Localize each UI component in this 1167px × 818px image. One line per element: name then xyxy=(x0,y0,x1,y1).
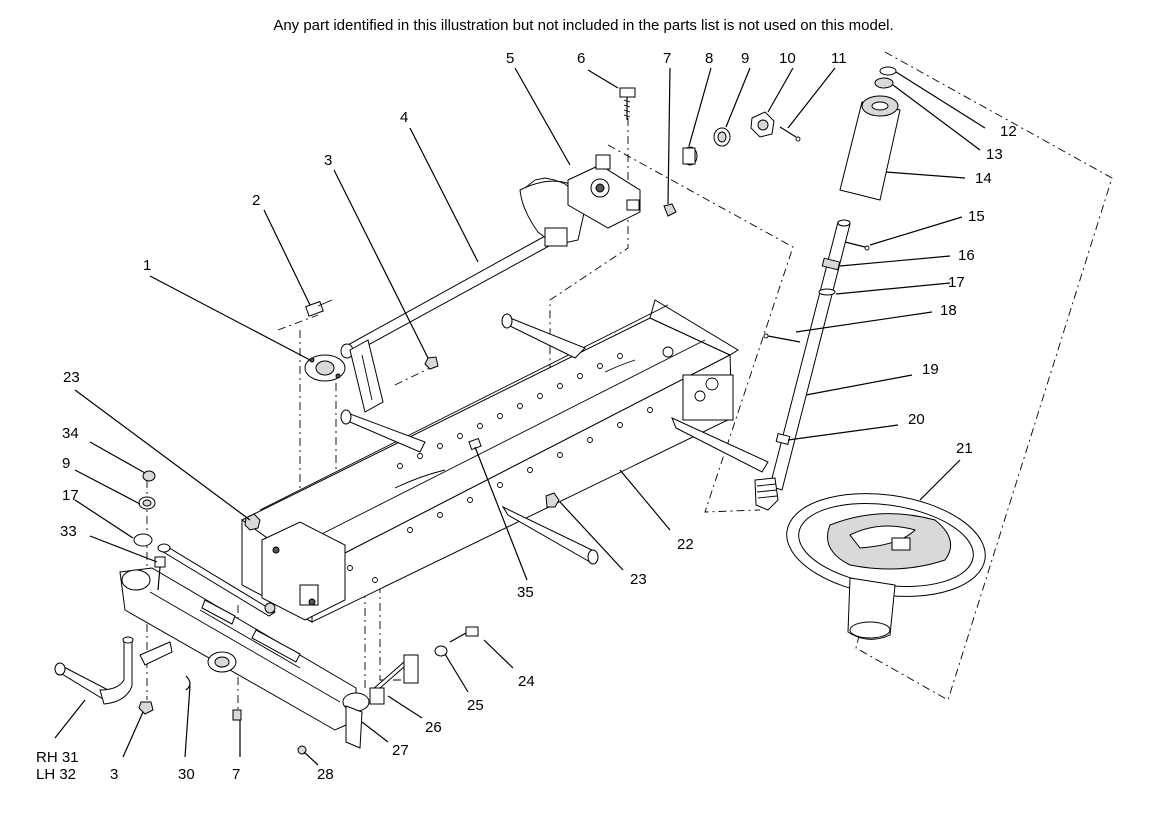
castle-nut-10 xyxy=(750,111,775,138)
nut-23-center xyxy=(545,492,560,508)
flange-bearing-1 xyxy=(304,354,346,382)
callout-17: 17 xyxy=(948,274,965,291)
grease-fitting-7 xyxy=(232,709,242,721)
callout-35: 35 xyxy=(517,584,534,601)
pin-15 xyxy=(844,241,870,251)
clip-34 xyxy=(142,470,156,482)
steering-shaft-19 xyxy=(769,219,851,491)
leader-lines xyxy=(54,67,986,766)
pinion-gear xyxy=(754,477,779,511)
callout-27: 27 xyxy=(392,742,409,759)
frame xyxy=(241,299,769,623)
spacer-8 xyxy=(682,146,698,166)
frame-holes xyxy=(347,353,653,583)
callout-lh-32: LH 32 xyxy=(36,766,76,783)
callout-34: 34 xyxy=(62,425,79,442)
callout-19: 19 xyxy=(922,361,939,378)
callout-30: 30 xyxy=(178,766,195,783)
callout-11: 11 xyxy=(831,50,847,67)
callout-8: 8 xyxy=(705,50,713,67)
callout-25: 25 xyxy=(467,697,484,714)
callout-9-lower: 9 xyxy=(62,455,70,472)
bushing-16 xyxy=(821,257,841,271)
illustration-note: Any part identified in this illustration… xyxy=(273,17,894,34)
washer-17-lower xyxy=(133,533,153,547)
callout-3: 3 xyxy=(324,152,332,169)
callout-23-right: 23 xyxy=(630,571,647,588)
callout-24: 24 xyxy=(518,673,535,690)
callout-14: 14 xyxy=(975,170,992,187)
axle-spacer-26 xyxy=(369,654,419,705)
bolt-6 xyxy=(619,87,636,120)
callout-15: 15 xyxy=(968,208,985,225)
callout-17-lower: 17 xyxy=(62,487,79,504)
washer-13 xyxy=(874,77,894,89)
callout-7-lower: 7 xyxy=(232,766,240,783)
callout-4: 4 xyxy=(400,109,408,126)
callout-1: 1 xyxy=(143,257,151,274)
callout-2: 2 xyxy=(252,192,260,209)
callout-22: 22 xyxy=(677,536,694,553)
callout-7: 7 xyxy=(663,50,671,67)
callout-28: 28 xyxy=(317,766,334,783)
bolt-33 xyxy=(154,556,166,591)
callout-13: 13 xyxy=(986,146,1003,163)
callout-26: 26 xyxy=(425,719,442,736)
steering-wheel-21 xyxy=(786,493,986,640)
nut-7 xyxy=(663,203,677,217)
steering-tube-14 xyxy=(839,95,901,201)
callout-labels: 1 2 3 4 5 6 7 8 9 10 11 12 13 14 15 16 1… xyxy=(36,50,1017,783)
nut-3-lower xyxy=(138,701,154,715)
bolt-2 xyxy=(305,299,333,317)
retaining-ring-30 xyxy=(185,675,191,691)
nut-23-front xyxy=(244,513,261,531)
tie-rod xyxy=(157,543,276,617)
callout-5: 5 xyxy=(506,50,514,67)
callout-6: 6 xyxy=(577,50,585,67)
callout-9: 9 xyxy=(741,50,749,67)
callout-10: 10 xyxy=(779,50,796,67)
spindle-rh-31 xyxy=(54,636,173,705)
washer-25 xyxy=(434,645,448,657)
gear-bracket-5 xyxy=(567,154,641,229)
callout-3-lower: 3 xyxy=(110,766,118,783)
washer-9 xyxy=(713,127,731,147)
callout-16: 16 xyxy=(958,247,975,264)
key-35 xyxy=(468,437,482,451)
washer-12 xyxy=(879,66,897,76)
bolt-24 xyxy=(449,626,479,643)
callout-23-left: 23 xyxy=(63,369,80,386)
pivot-plate-3 xyxy=(349,339,384,413)
callout-21: 21 xyxy=(956,440,973,457)
ring-17 xyxy=(818,288,836,296)
washer-9-lower xyxy=(138,496,156,510)
callout-rh-31: RH 31 xyxy=(36,749,79,766)
callout-12: 12 xyxy=(1000,123,1017,140)
callout-18: 18 xyxy=(940,302,957,319)
roll-pin-18 xyxy=(763,333,801,343)
front-axle-27 xyxy=(119,567,370,749)
nut-3 xyxy=(424,356,439,370)
callout-20: 20 xyxy=(908,411,925,428)
callout-33: 33 xyxy=(60,523,77,540)
cotter-pin-11 xyxy=(779,126,801,142)
